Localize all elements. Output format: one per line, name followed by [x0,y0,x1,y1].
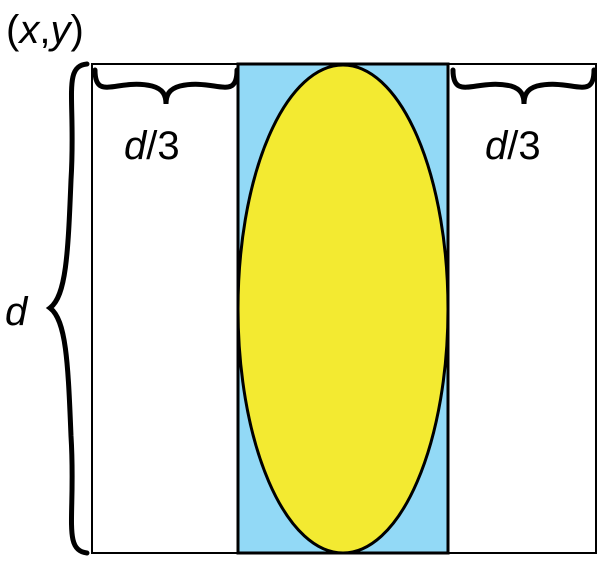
left-third-suffix: /3 [146,124,180,168]
coordinate-label: (x,y) [6,10,84,50]
right-third-label: d/3 [485,126,541,166]
coord-x: x [19,8,40,52]
left-third-var: d [124,124,147,168]
left-third-brace [92,67,240,105]
coord-y: y [50,8,71,52]
coord-open-paren: ( [6,8,20,52]
coord-close-paren: ) [70,8,84,52]
left-third-label: d/3 [124,126,180,166]
height-label: d [5,290,28,334]
right-third-var: d [485,124,508,168]
coord-comma: , [39,8,51,52]
right-third-suffix: /3 [507,124,541,168]
inscribed-ellipse [236,63,450,555]
height-brace [45,61,90,556]
right-third-brace [450,67,597,105]
